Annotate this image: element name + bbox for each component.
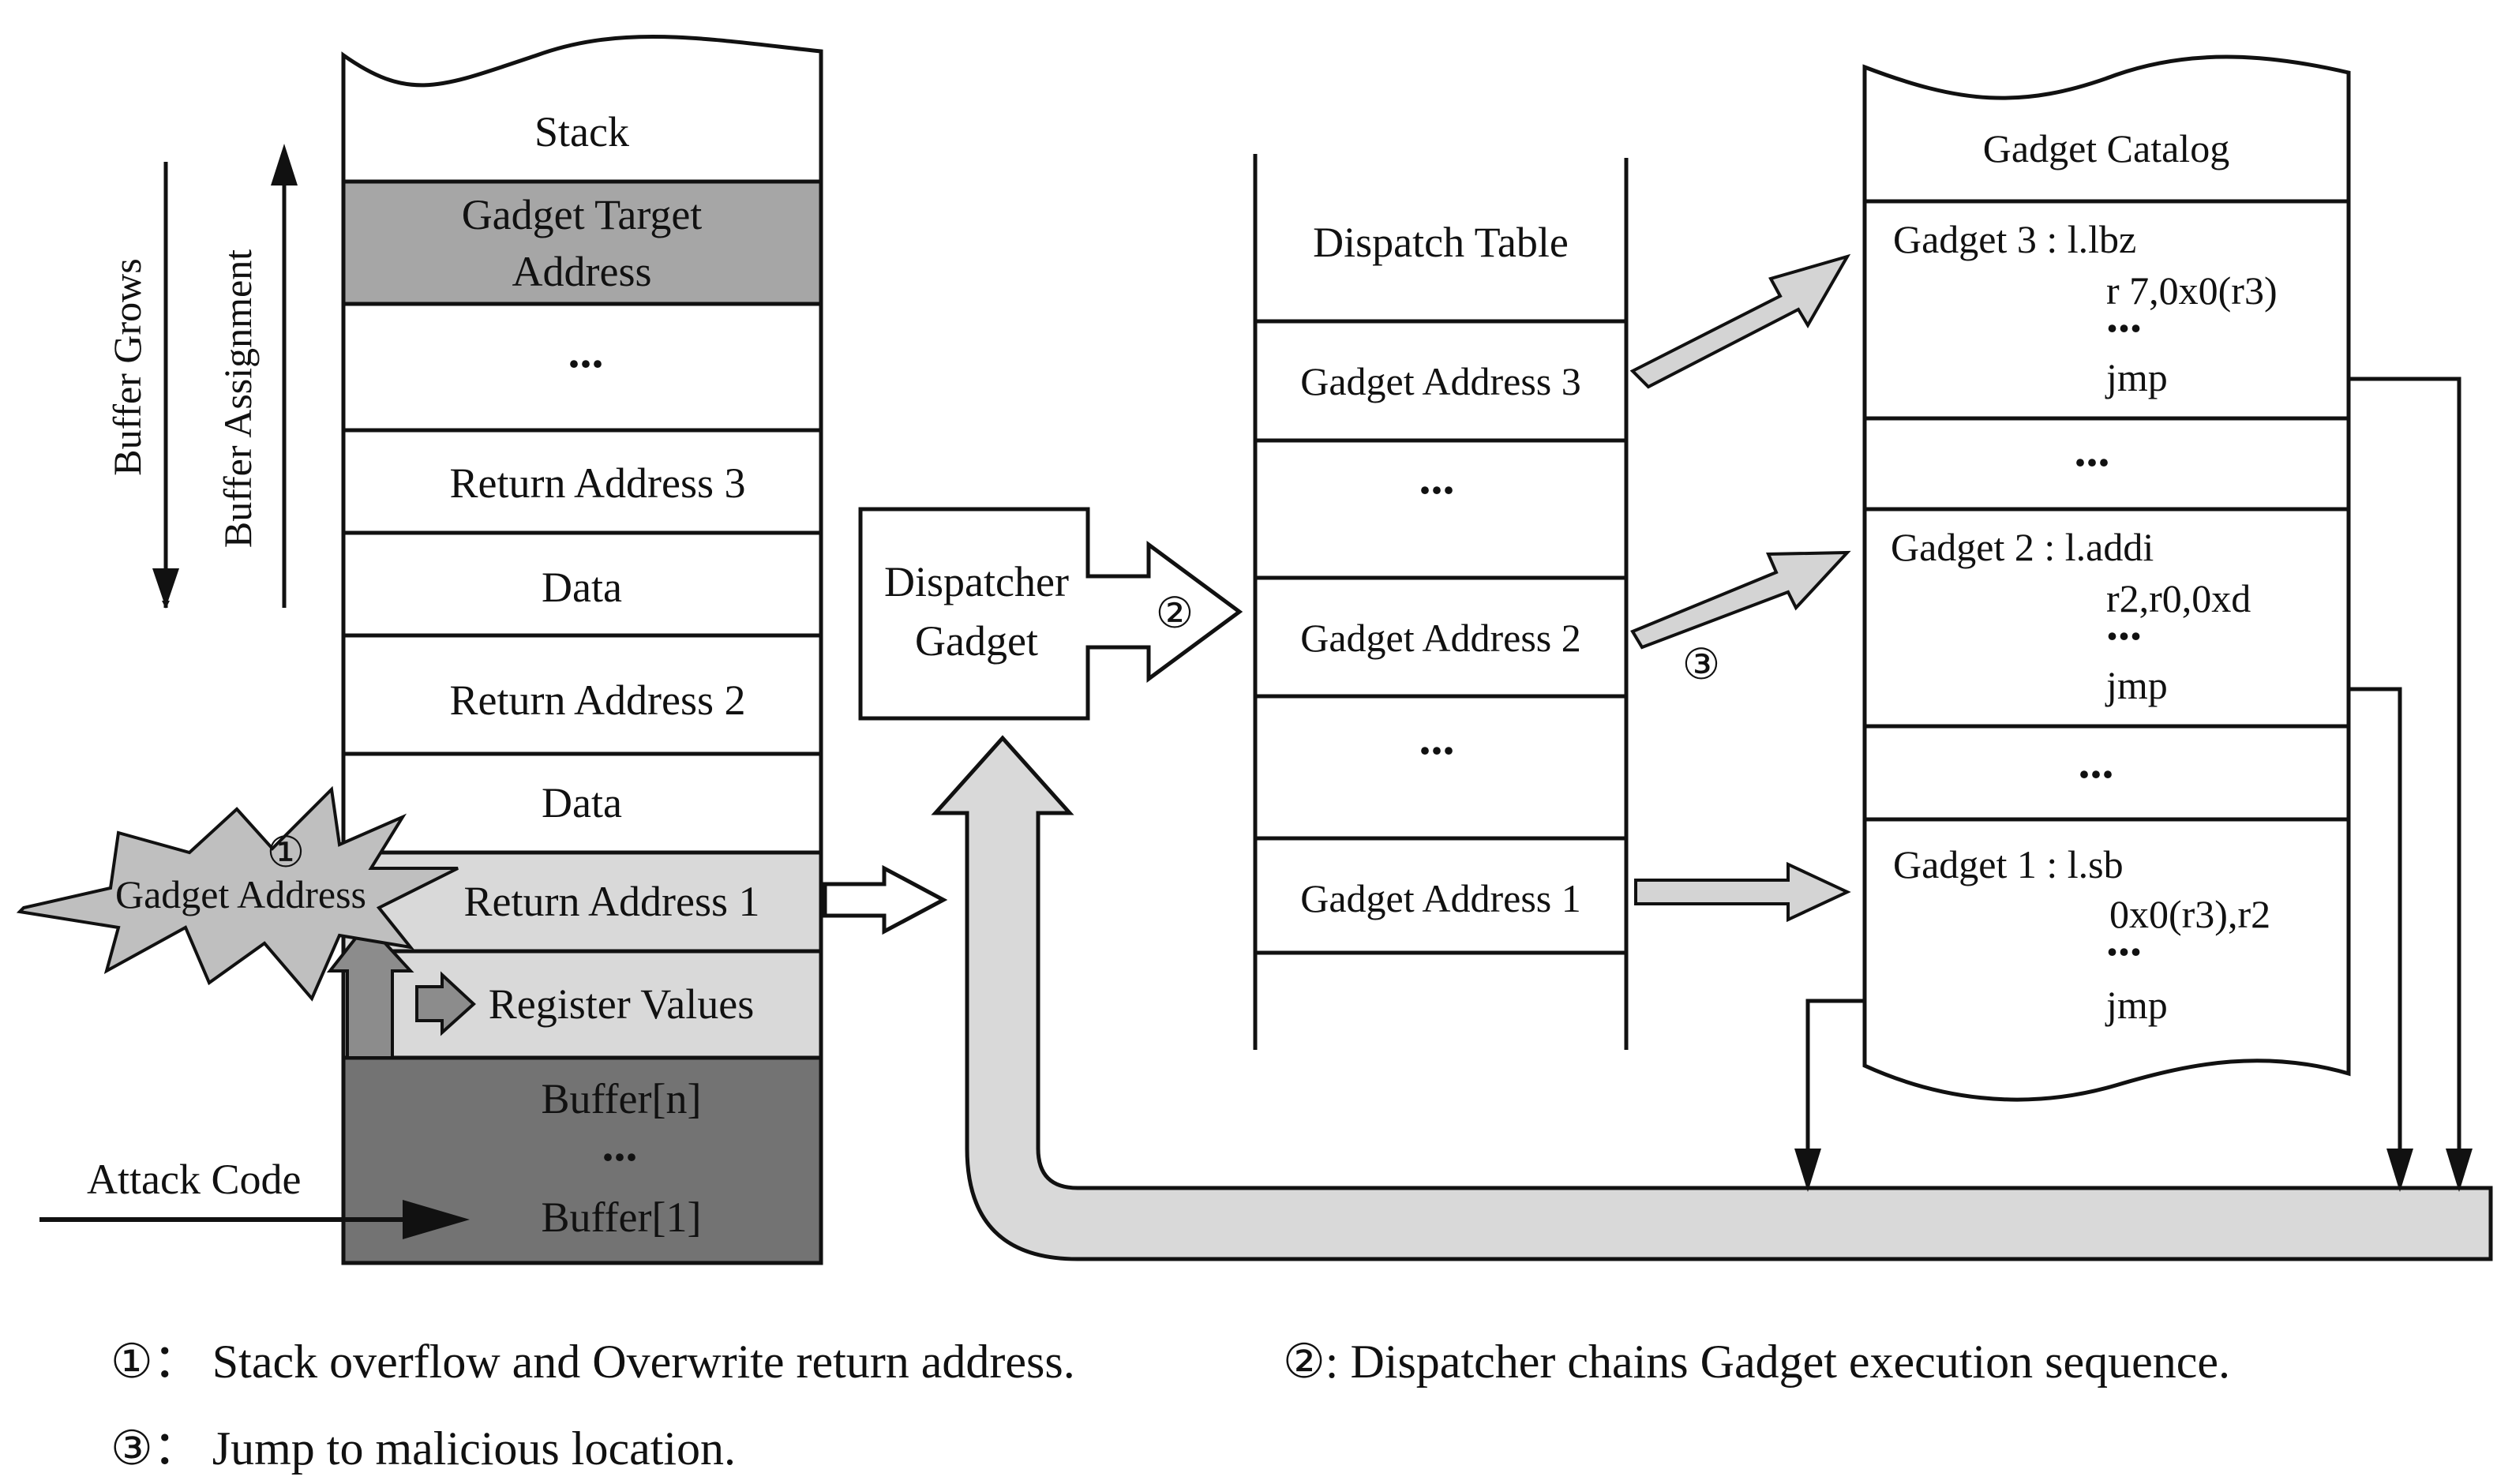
legend-item-1: ①： Stack overflow and Overwrite return a…: [111, 1336, 1075, 1388]
dispatch-to-catalog-arrows: ③: [1629, 253, 1851, 923]
gadget-catalog-shape: [1862, 54, 2351, 1102]
gadget-catalog-title: Gadget Catalog: [1983, 126, 2229, 171]
gadget2-line2: r2,r0,0xd: [2106, 576, 2251, 620]
overflow-up-arrow: [326, 920, 414, 1059]
arrow-address-3: [1629, 253, 1851, 389]
stack-cell-data-1: [341, 530, 823, 638]
buffer-direction: Buffer Grows Buffer Assignment: [105, 144, 298, 609]
stack-buffer-1: Buffer[1]: [542, 1194, 702, 1241]
stack-gadget-target-line2: Address: [512, 248, 652, 295]
overflow-arrows: [326, 920, 476, 1059]
dispatcher-line2: Gadget: [915, 617, 1038, 665]
gadget-address-label: Gadget Address: [115, 872, 366, 916]
gadget-catalog: Gadget Catalog Gadget 3 : l.lbz r 7,0x0(…: [1862, 54, 2351, 1102]
stack-cell-data-2: [341, 751, 823, 855]
buffer-grows-arrowhead: [152, 568, 179, 608]
burst-shape: [16, 785, 459, 1002]
dispatch-row-gadget-address-2: Gadget Address 2: [1300, 616, 1581, 660]
jmp3-arrowhead: [2446, 1149, 2473, 1192]
jmp2-arrowhead: [2386, 1149, 2413, 1192]
buffer-grows-label: Buffer Grows: [105, 258, 149, 475]
attack-code-arrowhead: [403, 1200, 470, 1239]
arrow-address-1: [1634, 861, 1851, 923]
jmp-lines: [1794, 377, 2473, 1192]
gadget1-line1: Gadget 1 : l.sb: [1893, 842, 2124, 886]
stack-cell-return-3: [341, 428, 823, 535]
legend: ①： Stack overflow and Overwrite return a…: [111, 1336, 2230, 1475]
gadget1-dots: ...: [2106, 913, 2142, 965]
stack-title: Stack: [534, 108, 629, 156]
dispatcher-shape: [858, 507, 1243, 721]
stack-data-2: Data: [542, 779, 622, 826]
gadget3-line1: Gadget 3 : l.lbz: [1893, 217, 2136, 261]
jmp2-line: [2349, 687, 2402, 1149]
return1-hollow-arrow: [823, 864, 948, 935]
stack-return-address-3: Return Address 3: [450, 459, 746, 507]
attack-code-label: Attack Code: [87, 1156, 301, 1203]
dispatch-row-gadget-address-1: Gadget Address 1: [1300, 876, 1581, 920]
legend-item-3: ③： Jump to malicious location.: [111, 1422, 736, 1475]
gadget3-jmp: jmp: [2105, 355, 2168, 399]
stack-gadget-target-line1: Gadget Target: [462, 191, 703, 238]
gadget2-dots: ...: [2106, 598, 2142, 650]
jmp1-line: [1805, 999, 1865, 1149]
stack-buffer-n: Buffer[n]: [542, 1075, 702, 1122]
marker-1: ①: [267, 829, 305, 876]
stack-ellipsis: ...: [568, 325, 604, 377]
return-loop-arrow: [931, 735, 2493, 1261]
marker-2: ②: [1156, 590, 1194, 637]
legend-item-2: ②: Dispatcher chains Gadget execution se…: [1283, 1336, 2230, 1388]
stack-header: [341, 35, 823, 184]
gadget2-line1: Gadget 2 : l.addi: [1891, 525, 2154, 569]
stack-buffer-ellipsis: ...: [602, 1119, 638, 1171]
gadget3-line2: r 7,0x0(r3): [2106, 268, 2278, 313]
stack-register-values: Register Values: [489, 980, 754, 1028]
stack-data-1: Data: [542, 564, 622, 611]
catalog-ellipsis-2: ...: [2079, 736, 2114, 788]
marker-3: ③: [1682, 641, 1720, 688]
dispatch-table-title: Dispatch Table: [1313, 219, 1569, 266]
jmp1-arrowhead: [1794, 1149, 1821, 1192]
stack-return-address-1: Return Address 1: [464, 878, 760, 925]
stack-return-address-2: Return Address 2: [450, 676, 746, 724]
stack-cell-ellipsis: [341, 302, 823, 433]
dispatch-table: Dispatch Table Gadget Address 3 ... Gadg…: [1253, 154, 1629, 1050]
arrow-address-2: [1630, 550, 1851, 650]
buffer-assignment-label: Buffer Assignment: [216, 249, 260, 548]
gadget2-jmp: jmp: [2105, 663, 2168, 707]
dispatch-row-ellipsis-2: ...: [1419, 712, 1455, 764]
gadget1-line2: 0x0(r3),r2: [2109, 892, 2270, 936]
catalog-ellipsis-1: ...: [2075, 424, 2110, 476]
stack-cell-gadget-target: [341, 179, 823, 306]
stack: Stack Gadget Target Address ... Return A…: [341, 35, 823, 1265]
dispatch-row-gadget-address-3: Gadget Address 3: [1300, 359, 1581, 403]
gadget-address-burst: ① Gadget Address: [16, 785, 459, 1002]
jmp3-line: [2349, 377, 2461, 1149]
buffer-assignment-arrowhead: [271, 144, 298, 186]
dispatcher-gadget: Dispatcher Gadget ②: [858, 507, 1243, 721]
dispatcher-line1: Dispatcher: [884, 558, 1069, 605]
stack-cell-return-2: [341, 633, 823, 756]
attack-code: Attack Code: [39, 1156, 470, 1239]
gadget3-dots: ...: [2106, 290, 2142, 342]
overflow-right-arrow: [415, 971, 476, 1036]
gadget1-jmp: jmp: [2105, 983, 2168, 1027]
dispatch-row-ellipsis-1: ...: [1419, 452, 1455, 504]
